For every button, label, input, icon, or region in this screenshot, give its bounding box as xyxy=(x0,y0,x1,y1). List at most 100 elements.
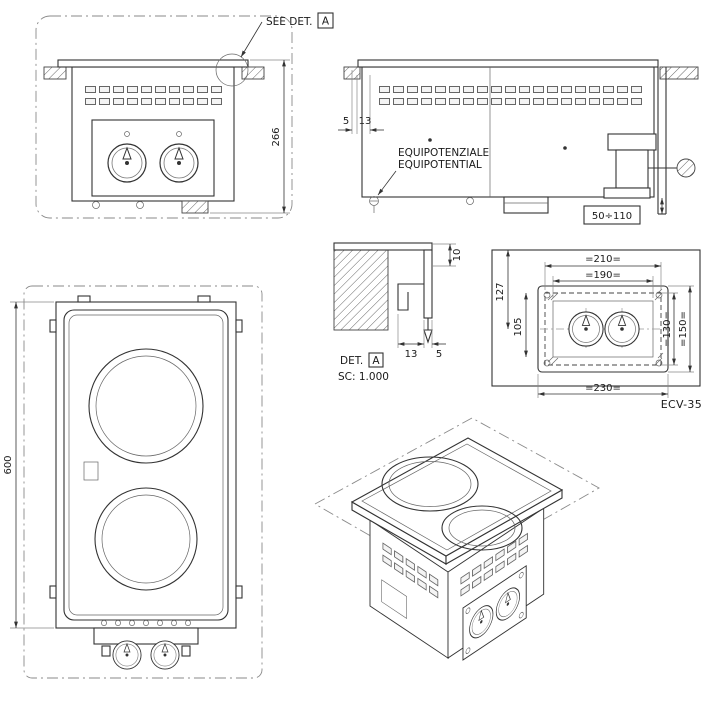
clamp-knob xyxy=(676,158,696,178)
control-housing xyxy=(93,620,199,670)
dim-5-label: 5 xyxy=(436,349,442,360)
worktop-outline xyxy=(491,249,701,387)
glass-inner-line xyxy=(68,314,224,616)
cooking-zone-rear xyxy=(88,348,204,464)
screw-icon xyxy=(92,201,100,209)
hob-flange-side xyxy=(357,59,659,68)
clamp-hook xyxy=(397,283,424,311)
underside-fittings xyxy=(92,200,209,214)
knob xyxy=(112,640,142,670)
junction-box xyxy=(503,196,549,214)
dim-266-label: 266 xyxy=(271,127,282,146)
hob-wall-section xyxy=(423,249,433,319)
junction-box xyxy=(381,579,407,619)
knob xyxy=(604,311,640,347)
detail-ref-letter: A xyxy=(322,16,330,28)
dim-150-label: =150= xyxy=(678,311,689,347)
vent-slots xyxy=(459,529,530,601)
detail-scale: SC: 1.000 xyxy=(338,371,389,383)
hob-frame xyxy=(55,301,237,629)
dim-127: 127 xyxy=(495,249,510,329)
iso-control-panel xyxy=(462,564,527,661)
see-detail-label: SEE DET. xyxy=(266,16,313,28)
front-worktop-boundary xyxy=(35,15,293,219)
worktop-hatch-left xyxy=(43,66,67,80)
mounting-holes xyxy=(543,288,664,367)
flange-section xyxy=(333,242,433,251)
dim-266: 266 xyxy=(210,59,290,214)
vent-slots xyxy=(381,539,440,603)
dim-230-label: =230= xyxy=(585,383,621,394)
worktop-section xyxy=(43,66,265,80)
knob xyxy=(150,640,180,670)
detail-a-view: 10 13 5 DET. A SC: 1.000 xyxy=(333,242,463,383)
detail-ref-box xyxy=(368,352,384,368)
fixing-screw xyxy=(423,318,433,344)
dim-13-label: 13 xyxy=(405,349,418,360)
rivet xyxy=(428,138,432,142)
worktop-hatch-right xyxy=(659,66,699,80)
flange-outline xyxy=(537,285,669,373)
plan-view: 600 xyxy=(3,285,263,679)
glass-top xyxy=(63,309,229,621)
iso-body-right-face xyxy=(447,507,545,661)
dim-190: =190= xyxy=(552,270,654,298)
dim-190-label: =190= xyxy=(585,270,621,281)
dim-10: 10 xyxy=(432,243,463,267)
dim-5-13: 5 13 xyxy=(338,70,384,134)
iso-burner-small xyxy=(441,505,523,551)
cooking-zone-front xyxy=(94,487,198,591)
vent-slots xyxy=(84,84,224,108)
dim-127-label: 127 xyxy=(495,282,506,301)
detail-ref-box xyxy=(317,12,334,29)
equipotential-callout: EQUIPOTENZIALE EQUIPOTENTIAL xyxy=(377,147,489,196)
equipotential-label-1: EQUIPOTENZIALE xyxy=(398,147,489,159)
knob xyxy=(159,143,199,183)
pilot-lamp xyxy=(124,131,130,137)
bracket-foot xyxy=(603,187,651,199)
detail-ref-letter: A xyxy=(372,355,380,367)
vent-slots xyxy=(378,84,644,108)
dim-10-label: 10 xyxy=(452,249,463,262)
iso-glass-inner-line xyxy=(361,443,552,551)
dim-230: =230= xyxy=(537,374,669,398)
dim-150: =150= xyxy=(668,285,694,373)
dim-130-label: =130= xyxy=(662,311,673,347)
rivet xyxy=(563,146,567,150)
dim-5-label: 5 xyxy=(343,116,349,127)
dim-50-110: 50÷110 xyxy=(583,198,664,225)
knob xyxy=(107,143,147,183)
cabinet-panel xyxy=(657,67,667,215)
cutout-view: =210= =190= 127 105 =130= =150= xyxy=(491,249,702,411)
side-view: 5 13 EQUIPOTENZIALE EQUIPOTENTIAL xyxy=(338,59,699,225)
detail-title: DET. xyxy=(340,355,363,367)
see-detail-callout: SEE DET. A xyxy=(215,12,334,87)
model-label: ECV-35 xyxy=(661,398,702,411)
worktop-section-hatch xyxy=(333,249,389,331)
pilot-lamp xyxy=(176,131,182,137)
ground-terminal xyxy=(369,196,379,213)
dim-105-label: 105 xyxy=(513,317,524,336)
hob-flange xyxy=(57,59,249,68)
front-view: 266 SEE DET. A xyxy=(35,12,334,219)
screw-icon xyxy=(466,197,474,205)
dim-50-110-label: 50÷110 xyxy=(592,211,632,222)
dim-600: 600 xyxy=(3,301,54,629)
plan-worktop-boundary xyxy=(23,285,263,679)
dim-13-5: 13 5 xyxy=(397,314,446,360)
ground-screw-icon xyxy=(369,196,379,206)
dim-210-label: =210= xyxy=(585,254,621,265)
dim-600-label: 600 xyxy=(3,455,14,474)
mounting-tabs xyxy=(49,295,243,599)
detail-title-block: DET. A SC: 1.000 xyxy=(338,352,389,383)
worktop-hatch-right xyxy=(241,66,265,80)
mounting-bracket xyxy=(603,133,696,199)
iso-burner-large xyxy=(381,456,479,512)
dim-105: 105 xyxy=(513,293,528,357)
dim-210: =210= xyxy=(544,254,662,290)
iso-view xyxy=(314,417,600,661)
dim-50-110-box xyxy=(583,205,641,225)
dim-130: =130= xyxy=(661,292,678,366)
knob xyxy=(568,311,604,347)
